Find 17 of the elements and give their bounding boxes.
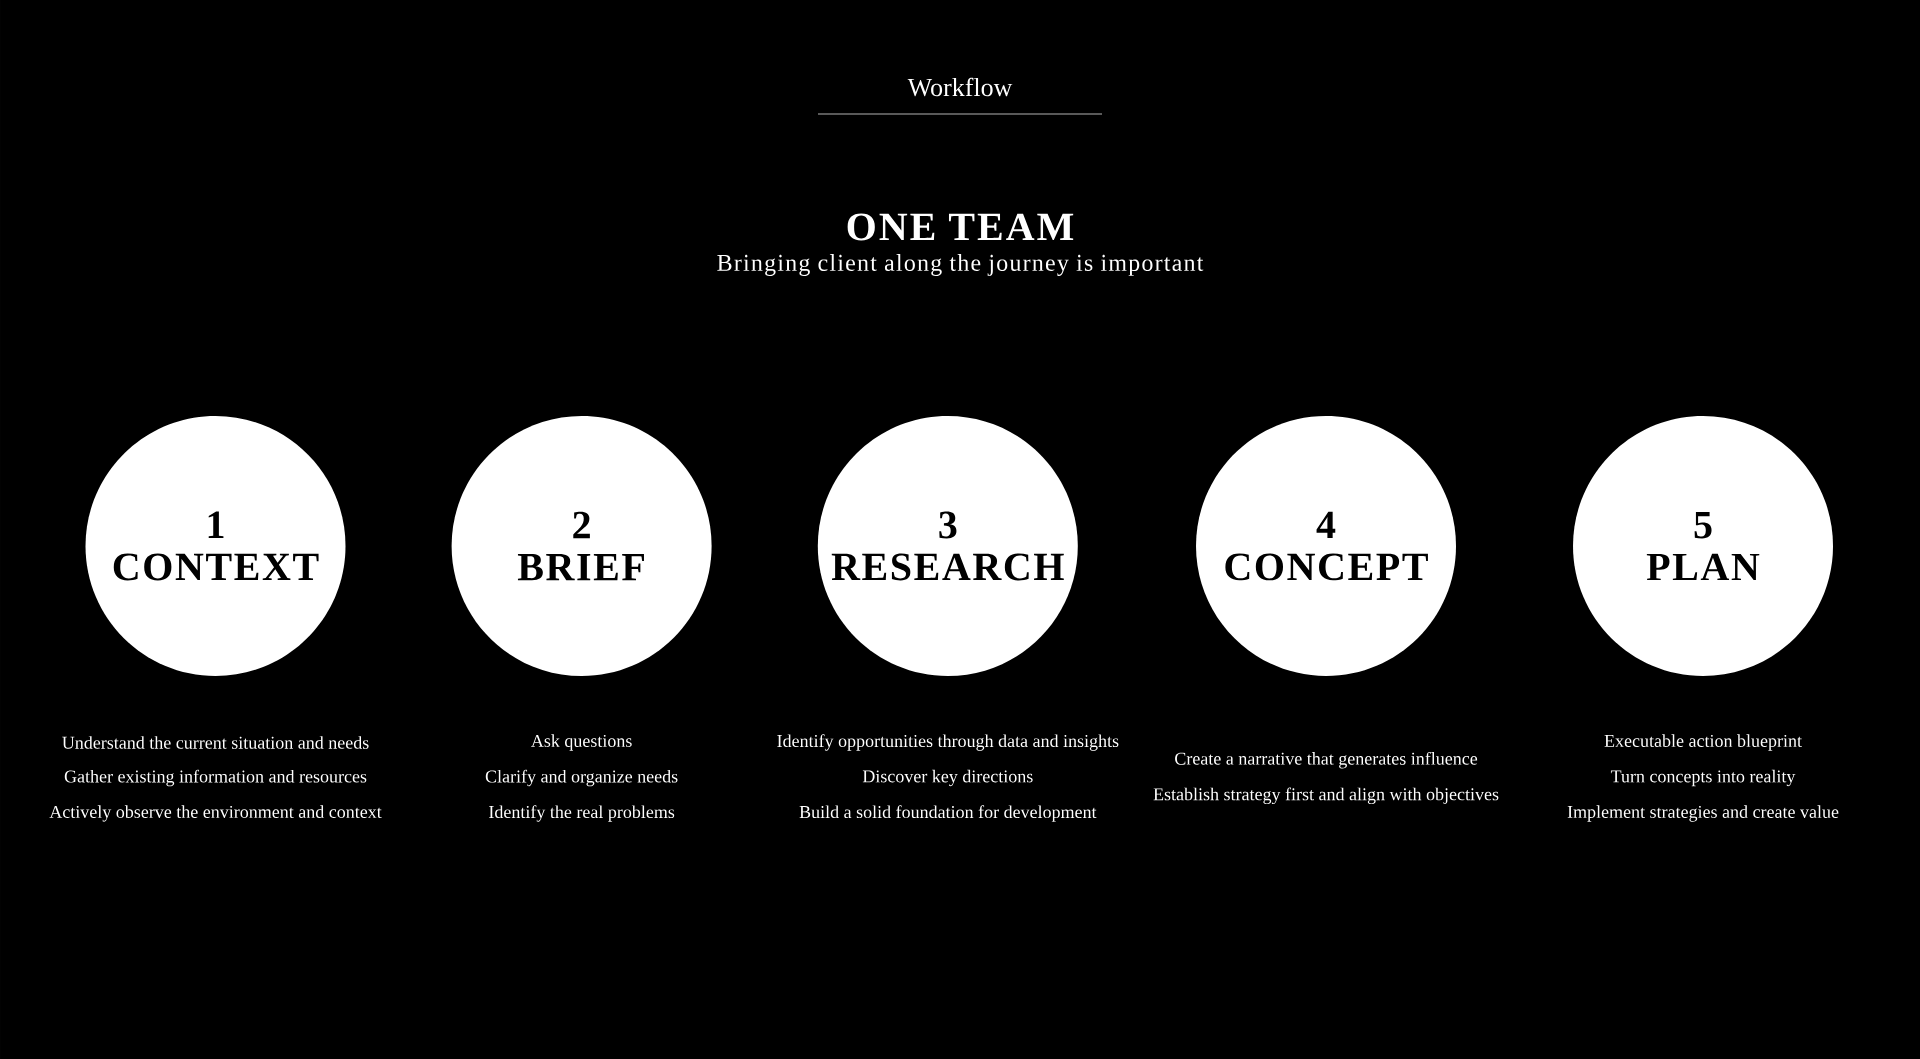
description-text: Identify the real problems — [489, 805, 675, 822]
description-text: Identify opportunities through data and insights — [777, 734, 1119, 751]
subtitle: Bringing client along the journey is important — [717, 254, 1204, 276]
description-text: Build a solid foundation for development — [799, 805, 1097, 822]
description-text: Executable action blueprint — [1604, 734, 1802, 751]
description-text: Establish strategy first and align with objectives — [1153, 787, 1499, 805]
description-text: Understand the current situation and needs — [62, 736, 369, 749]
description-text: Clarify and organize needs — [485, 769, 678, 787]
section-heading: ONE TEAM — [847, 213, 1074, 241]
description-text: Discover key directions — [862, 769, 1033, 787]
description-text: Implement strategies and create value — [1567, 805, 1839, 822]
description-text: Gather existing information and resources — [64, 769, 367, 787]
description-text: Turn concepts into reality — [1610, 769, 1796, 787]
heading: Workflow — [907, 77, 1013, 97]
description-text: Create a narrative that generates influence — [1175, 751, 1478, 769]
description-text: Actively observe the environment and context — [49, 805, 382, 822]
description-text: Ask questions — [531, 734, 632, 751]
